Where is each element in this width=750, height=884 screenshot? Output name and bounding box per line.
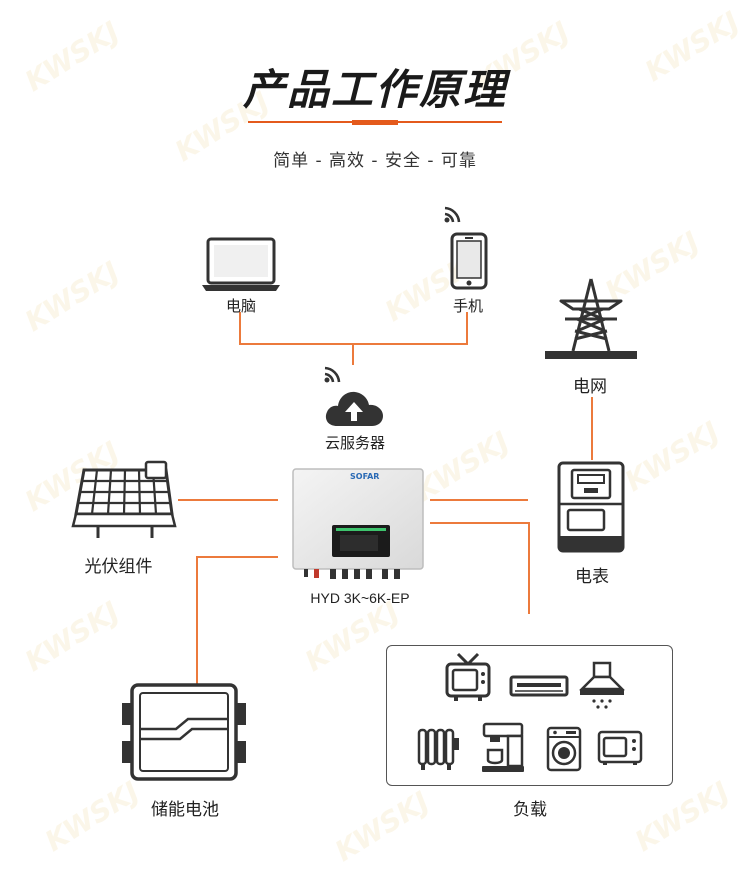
coffee-machine-icon bbox=[480, 722, 526, 774]
wire-to-cloud bbox=[352, 343, 354, 365]
grid-label: 电网 bbox=[573, 377, 607, 397]
loads-label: 负载 bbox=[513, 800, 547, 820]
pv-label: 光伏组件 bbox=[84, 557, 153, 577]
battery-label: 储能电池 bbox=[151, 800, 219, 820]
wire-grid-meter bbox=[591, 397, 593, 460]
wifi-icon bbox=[443, 206, 463, 224]
inverter-model-label: HYD 3K~6K-EP bbox=[310, 590, 410, 606]
heater-icon bbox=[415, 724, 461, 772]
phone-node bbox=[450, 232, 488, 290]
wire-inverter-battery-v bbox=[196, 556, 198, 684]
electric-meter-icon bbox=[557, 461, 625, 553]
wire-inverter-meter bbox=[430, 499, 528, 501]
solar-panel-icon bbox=[71, 460, 177, 538]
page-title: 产品工作原理 bbox=[242, 65, 507, 114]
computer-label: 电脑 bbox=[225, 297, 256, 315]
wire-inverter-load-h bbox=[430, 522, 530, 524]
wire-computer-down bbox=[239, 312, 241, 345]
wire-inverter-battery-h bbox=[196, 556, 278, 558]
tv-icon bbox=[444, 652, 492, 702]
smartphone-icon bbox=[450, 232, 488, 290]
cloud-label: 云服务器 bbox=[324, 434, 385, 452]
wire-inverter-load-v bbox=[528, 522, 530, 614]
pv-node bbox=[68, 460, 183, 540]
title-underline-accent bbox=[352, 120, 398, 125]
cloud-upload-icon bbox=[325, 391, 383, 426]
watermark: KWSKJ bbox=[19, 254, 125, 339]
wire-pv-inverter bbox=[178, 499, 278, 501]
wifi-icon bbox=[323, 366, 343, 384]
storage-battery-icon bbox=[122, 683, 246, 781]
meter-label: 电表 bbox=[575, 567, 609, 587]
washing-machine-icon bbox=[546, 726, 582, 772]
hybrid-inverter-icon bbox=[292, 468, 424, 579]
watermark: KWSKJ bbox=[629, 774, 735, 859]
inverter-brand-logo: SOFAR bbox=[350, 472, 380, 481]
microwave-icon bbox=[597, 730, 643, 766]
watermark: KWSKJ bbox=[329, 784, 435, 869]
meter-node bbox=[556, 460, 626, 554]
watermark: KWSKJ bbox=[19, 594, 125, 679]
watermark: KWSKJ bbox=[619, 414, 725, 499]
phone-label: 手机 bbox=[452, 297, 483, 315]
battery-node bbox=[118, 683, 250, 783]
page-subtitle: 简单 - 高效 - 安全 - 可靠 bbox=[273, 151, 477, 171]
computer-node bbox=[200, 237, 282, 293]
inverter-node bbox=[290, 467, 426, 583]
air-conditioner-icon bbox=[509, 675, 569, 699]
range-hood-icon bbox=[578, 661, 626, 713]
wire-phone-down bbox=[466, 312, 468, 345]
power-tower-icon bbox=[545, 278, 637, 359]
cloud-node bbox=[323, 388, 385, 428]
grid-node bbox=[543, 277, 639, 361]
laptop-icon bbox=[202, 237, 280, 291]
